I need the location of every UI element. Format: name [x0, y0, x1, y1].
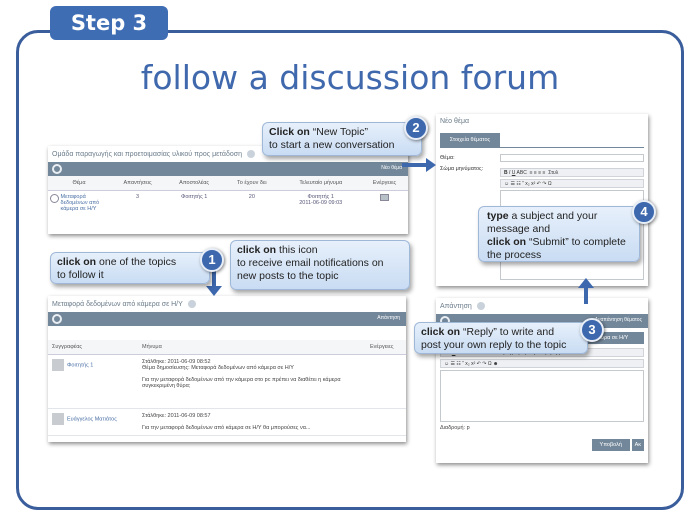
new-topic-header: Νέο θέμα: [440, 118, 470, 125]
post-sent: Στάλθηκε: 2011-06-09 08:57: [142, 413, 211, 419]
avatar: [52, 413, 64, 425]
subject-input[interactable]: [500, 154, 644, 162]
table-row: Μεταφορά δεδομένων από κάμερα σε Η/Υ 3 Φ…: [48, 191, 408, 216]
reply-header: Απάντηση: [440, 302, 648, 310]
arrow-1-head: [206, 286, 222, 296]
signature-label: Διαδρομή: p: [440, 425, 470, 431]
post-author[interactable]: Φοιτητής 1: [67, 362, 94, 369]
callout-2-line2: to start a new conversation: [269, 139, 395, 151]
callout-1b-bold: click on: [237, 244, 277, 256]
avatar: [52, 359, 64, 371]
callout-4-rest: a subject and your: [508, 210, 598, 222]
expand-icon: [187, 300, 196, 308]
expand-icon: [476, 302, 485, 310]
callout-3-bold: click on: [421, 326, 461, 338]
reply-header-text: Απάντηση: [440, 302, 472, 310]
callout-1-line2: to follow it: [57, 269, 104, 281]
callout-1-rest: one of the topics: [96, 256, 177, 268]
tab-topic-details[interactable]: Στοιχεία θέματος: [440, 133, 500, 147]
subject-label: Θέμα:: [440, 155, 455, 161]
last-post-date: 2011-06-09 09:03: [299, 200, 343, 206]
topic-view-screenshot: Μεταφορά δεδομένων από κάμερα σε Η/Υ Απά…: [48, 296, 406, 442]
callout-1b-rest: this icon: [276, 244, 318, 256]
forum-toolbar: Νέο θέμα: [48, 162, 408, 176]
step-badge-4: 4: [632, 200, 656, 224]
callout-1b: click on this icon to receive email noti…: [230, 240, 410, 290]
step-label: Step 3: [50, 6, 168, 40]
replies-count: 3: [136, 194, 140, 200]
arrow-2-head: [426, 158, 436, 172]
callout-4-rest-2: “Submit” to complete: [526, 236, 626, 248]
arrow-2-line: [402, 163, 428, 167]
callout-1b-line2: to receive email notifications on: [237, 257, 384, 269]
reply-link[interactable]: Απάντηση: [377, 315, 400, 321]
forum-group-title: Ομάδα παραγωγής και προετοιμασίας υλικού…: [52, 150, 408, 158]
col-actions: Ενέργειες: [366, 340, 406, 355]
callout-4: type a subject and your message and clic…: [478, 206, 640, 262]
col-message: Μήνυμα: [138, 340, 366, 355]
style-select[interactable]: Στυλ: [548, 170, 559, 176]
step-badge-3: 3: [580, 318, 604, 342]
reply-editor-toolbar-2[interactable]: ☺ ☰ ☷ “ x₂ x² ↶ ↷ Ω ☻: [440, 359, 644, 368]
post-body: Για την μεταφορά δεδομένων από την κάμερ…: [142, 377, 341, 389]
editor-toolbar-2[interactable]: ☺ ☰ ☷ “ x₂ x² ↶ ↷ Ω: [500, 179, 644, 188]
arrow-3-head: [578, 278, 594, 288]
callout-4-bold: type: [487, 210, 509, 222]
reply-tab-label[interactable]: Αναπάντηση θέματος: [594, 317, 642, 323]
step-badge-2: 2: [404, 116, 428, 140]
col-author: Συγγραφέας: [48, 340, 138, 355]
views-count: 20: [248, 194, 255, 200]
callout-3-line2: post your own reply to the topic: [421, 339, 567, 351]
expand-icon: [246, 150, 255, 158]
callout-4-line4: the process: [487, 249, 542, 261]
post-subject: Θέμα δημοσίευσης: Μεταφορά δεδομένων από…: [142, 365, 294, 371]
topic-toolbar: Απάντηση: [48, 312, 406, 326]
col-replies: Απαντήσεις: [110, 176, 166, 191]
last-post-author: Φοιτητής 1: [307, 194, 334, 200]
callout-2: Click on “New Topic” to start a new conv…: [262, 122, 422, 156]
callout-1b-line3: new posts to the topic: [237, 270, 339, 282]
col-last-post: Τελευταίο μήνυμα: [280, 176, 361, 191]
reply-body-input[interactable]: [440, 370, 644, 422]
posts-table: Συγγραφέας Μήνυμα Ενέργειες Φοιτητής 1 Σ…: [48, 340, 406, 436]
post-sent: Στάλθηκε: 2011-06-09 08:52: [142, 359, 211, 365]
table-row: Ευάγγελος Ματιάτος Στάλθηκε: 2011-06-09 …: [48, 408, 406, 436]
callout-4-line2: message and: [487, 223, 551, 235]
post-author[interactable]: Ευάγγελος Ματιάτος: [67, 416, 117, 423]
topic-link[interactable]: Μεταφορά δεδομένων από κάμερα σε Η/Υ: [60, 194, 100, 212]
forum-topics-table: Θέμα Απαντήσεις Αποστολέας Το έχουν δει …: [48, 176, 408, 215]
post-body: Για την μεταφορά δεδομένων από κάμερα σε…: [142, 425, 311, 431]
email-notify-icon[interactable]: [379, 194, 389, 201]
sender-name: Φοιτητής 1: [180, 194, 208, 200]
callout-4-bold-2: click on: [487, 236, 527, 248]
editor-toolbar[interactable]: B I U ABC ≡ ≡ ≡ ≡ Στυλ: [500, 168, 644, 177]
callout-3-rest: “Reply” to write and: [460, 326, 555, 338]
arrow-3-line: [584, 288, 588, 304]
callout-3: click on “Reply” to write and post your …: [414, 322, 588, 354]
last-post: Φοιτητής 1 2011-06-09 09:03: [281, 191, 361, 216]
callout-2-rest: “New Topic”: [309, 126, 368, 138]
gear-icon[interactable]: [52, 314, 62, 324]
col-sender: Αποστολέας: [165, 176, 224, 191]
cancel-button[interactable]: Ακ: [631, 439, 644, 451]
callout-2-bold: Click on: [269, 126, 310, 138]
arrow-1-line: [212, 270, 216, 288]
callout-1-bold: click on: [57, 256, 97, 268]
body-label: Σώμα μηνύματος:: [440, 166, 484, 172]
new-topic-link[interactable]: Νέο θέμα: [381, 165, 402, 171]
callout-1: click on one of the topics to follow it: [50, 252, 210, 284]
submit-button[interactable]: Υποβολή: [591, 439, 630, 451]
col-topic: Θέμα: [48, 176, 110, 191]
page-title: follow a discussion forum: [140, 58, 560, 97]
forum-list-screenshot: Ομάδα παραγωγής και προετοιμασίας υλικού…: [48, 146, 408, 234]
gear-icon[interactable]: [52, 164, 62, 174]
table-row: Φοιτητής 1 Στάλθηκε: 2011-06-09 08:52 Θέ…: [48, 354, 406, 409]
col-views: Το έχουν δει: [223, 176, 281, 191]
topic-view-title: Μεταφορά δεδομένων από κάμερα σε Η/Υ: [52, 300, 406, 308]
forum-group-title-text: Ομάδα παραγωγής και προετοιμασίας υλικού…: [52, 150, 242, 158]
col-actions: Ενέργειες: [360, 176, 408, 191]
topic-view-title-text: Μεταφορά δεδομένων από κάμερα σε Η/Υ: [52, 300, 183, 308]
step-badge-1: 1: [200, 248, 224, 272]
topic-icon: [50, 194, 59, 203]
